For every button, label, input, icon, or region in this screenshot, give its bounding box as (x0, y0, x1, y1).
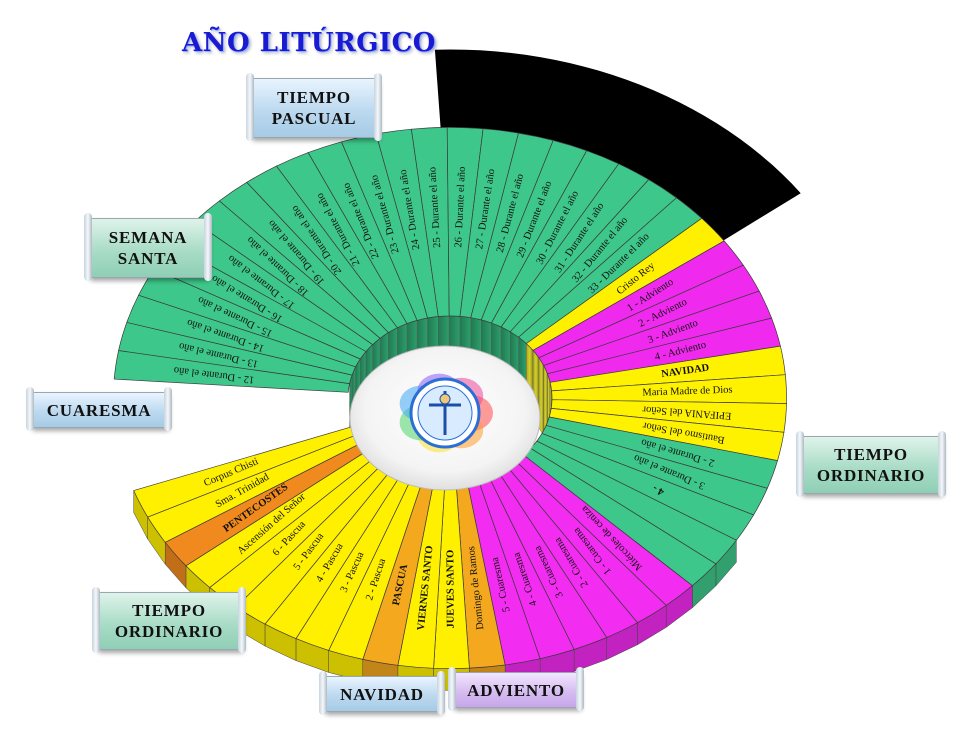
banner-adviento: ADVIENTO (448, 667, 584, 711)
banner-semana-santa: SEMANA SANTA (84, 213, 212, 281)
banner-tiempo-ordinario-2: TIEMPO ORDINARIO (796, 431, 946, 497)
sector-label: 4 - (650, 482, 666, 497)
black-band (434, 49, 801, 242)
banner-navidad: NAVIDAD (319, 671, 445, 715)
sector-label: Maria Madre de Dios (642, 385, 732, 399)
banner-tiempo-pascual: TIEMPO PASCUAL (246, 73, 382, 141)
banner-cuaresma: CUARESMA (26, 387, 172, 431)
sector-label: JUEVES SANTO (445, 550, 456, 629)
emblem-icon (399, 373, 493, 453)
banner-tiempo-ordinario-1: TIEMPO ORDINARIO (92, 587, 246, 653)
page-title: AÑO LITÚRGICO (182, 28, 436, 58)
sector-label: 26 - Durante el año (453, 166, 468, 247)
sector-label: 25 - Durante el año (427, 167, 443, 249)
